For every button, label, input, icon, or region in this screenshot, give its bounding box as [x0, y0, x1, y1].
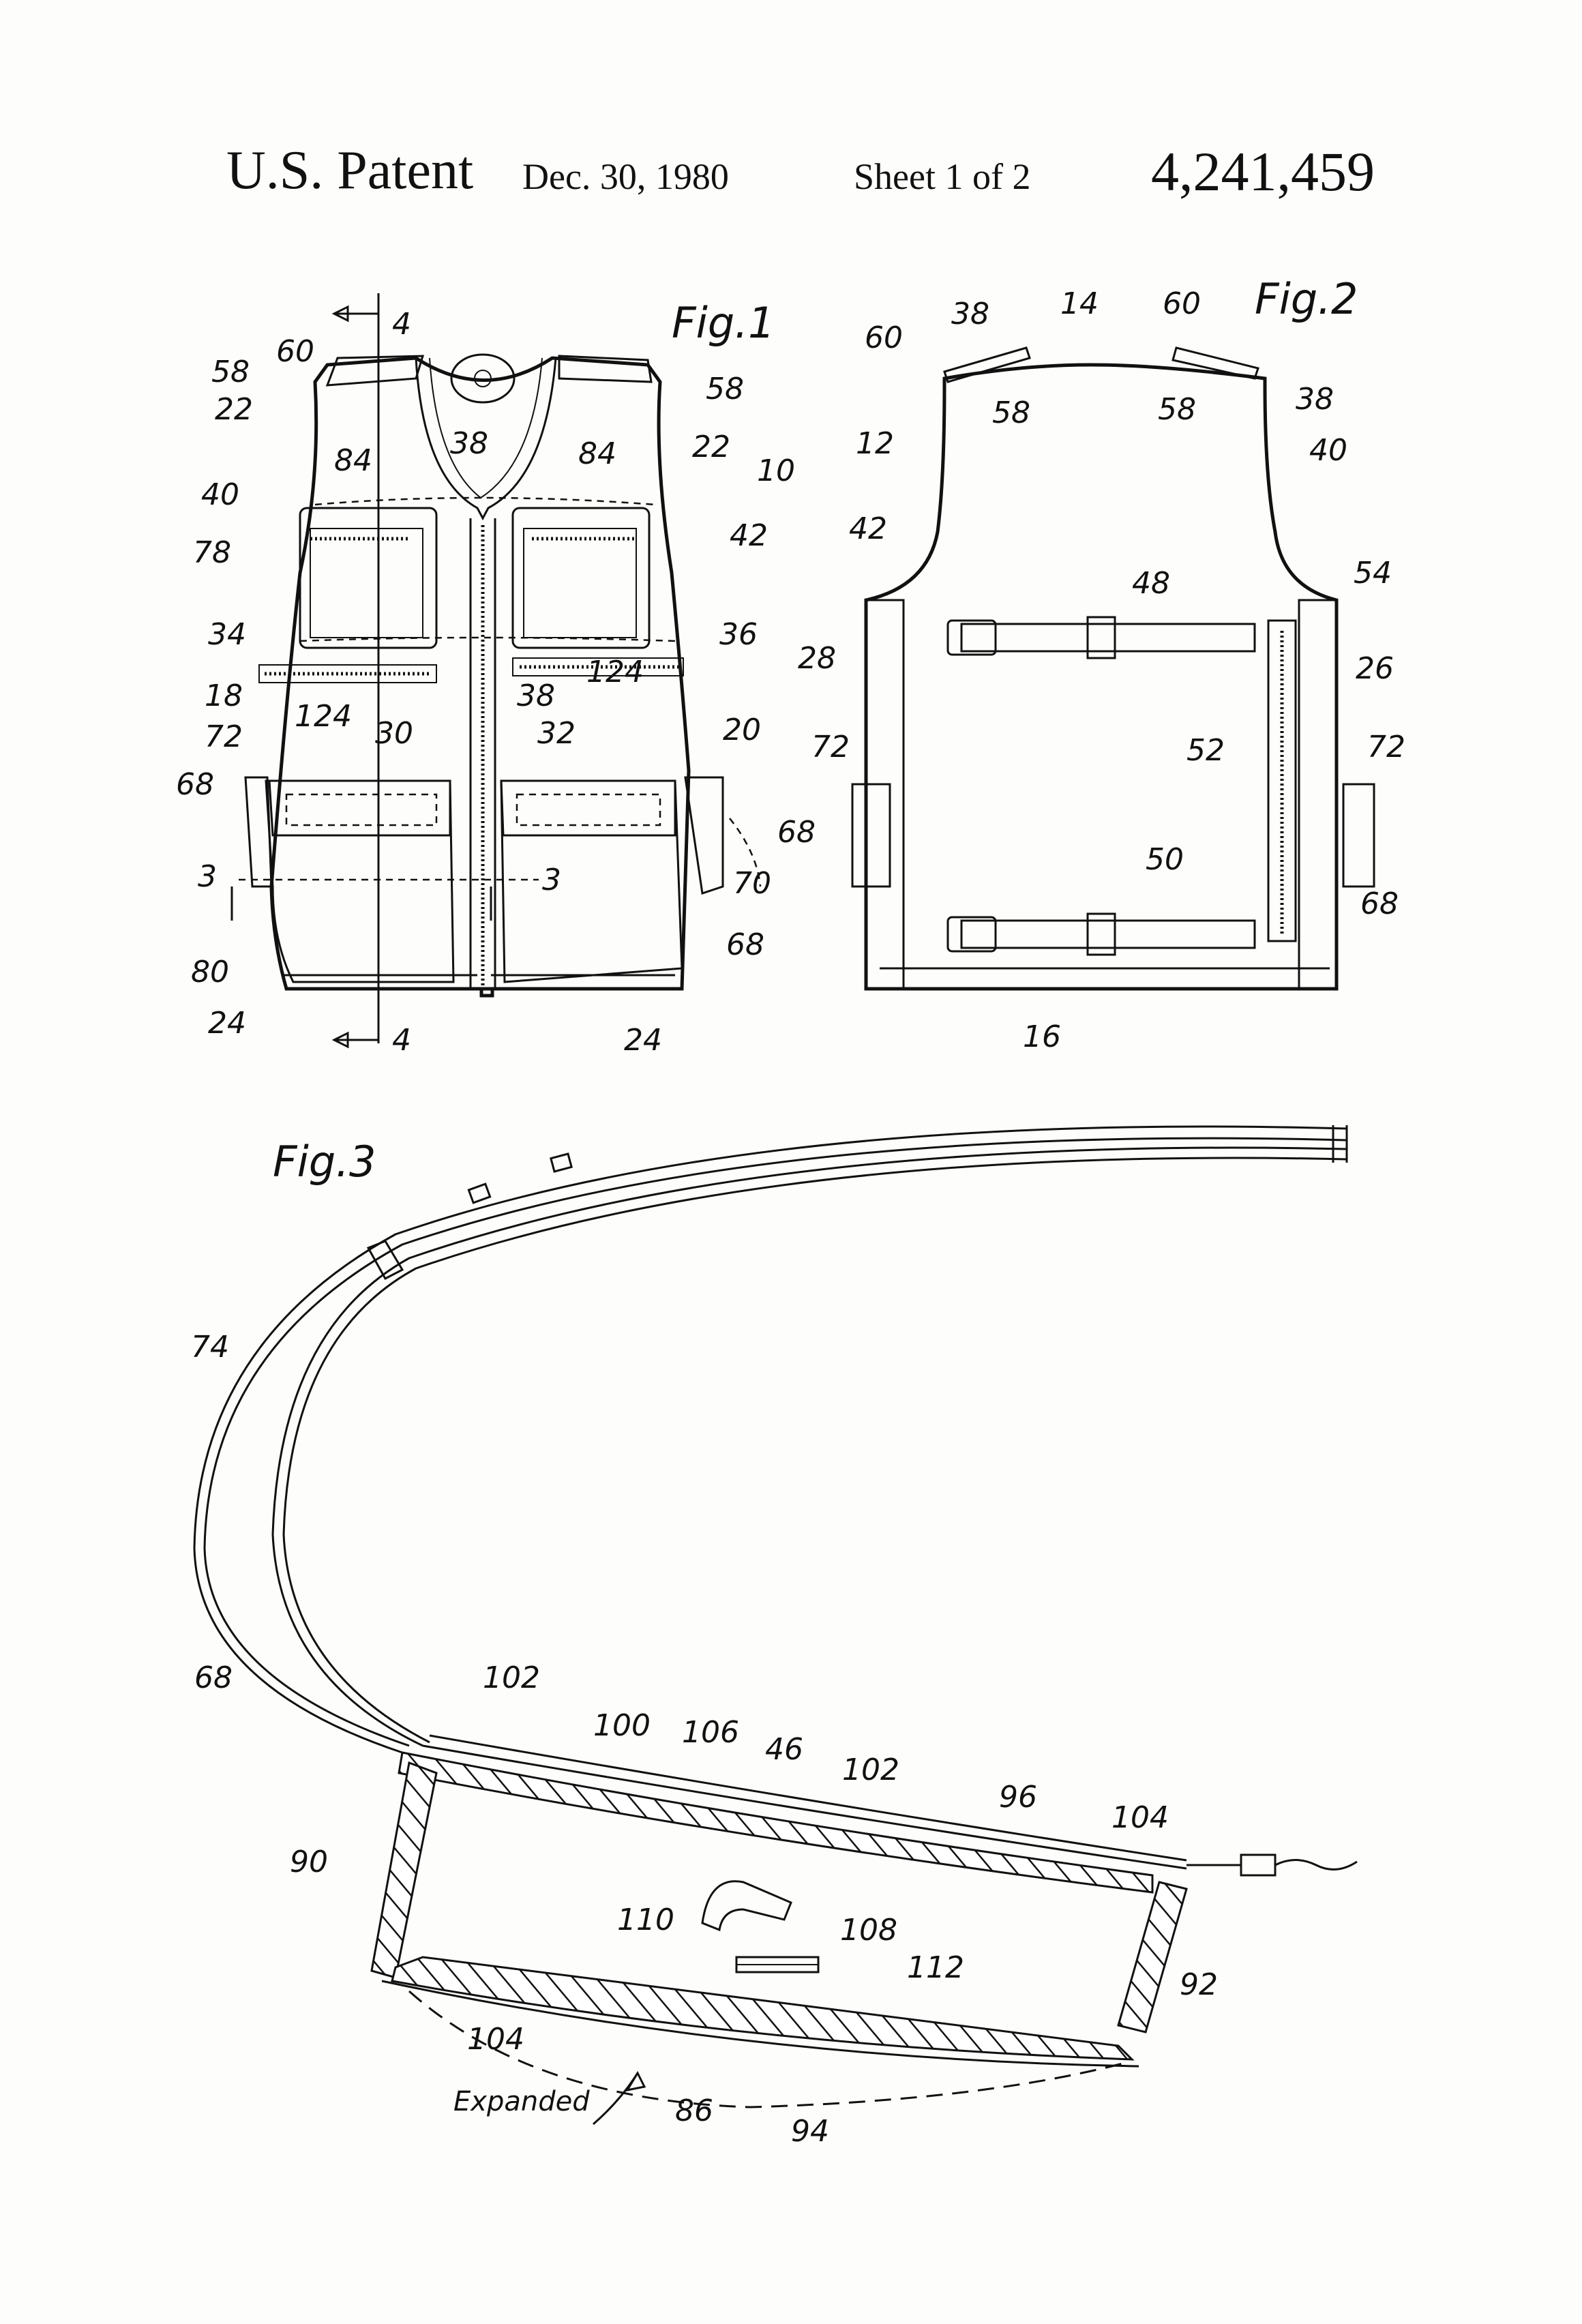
fig1-label: 38 — [450, 426, 488, 461]
fig3-label: 90 — [290, 1845, 328, 1879]
patent-date: Dec. 30, 1980 — [522, 156, 729, 197]
fig3-cross-section — [193, 1125, 1358, 2126]
fig1-label: 124 — [295, 699, 352, 734]
fig2-label: 72 — [811, 730, 850, 764]
fig2-vest-back — [851, 346, 1375, 991]
fig2-label: 54 — [1354, 556, 1392, 591]
fig1-label: 4 — [392, 307, 411, 342]
fig1-label: 36 — [719, 617, 758, 652]
fig1-label: 22 — [692, 430, 730, 464]
fig3-label: 102 — [483, 1660, 540, 1695]
fig1-label: 30 — [375, 716, 413, 751]
fig2-label: 60 — [865, 321, 903, 355]
fig1-label: 3 — [542, 863, 561, 897]
fig1-label: 84 — [578, 436, 616, 471]
fig2-labels: Fig.2 38 14 60 60 58 58 38 12 40 42 48 5… — [777, 274, 1405, 1054]
fig1-label: 38 — [517, 679, 555, 713]
fig1-labels: Fig.1 4 60 58 22 38 84 40 78 34 18 124 3… — [176, 298, 795, 1058]
fig3-expanded-label: Expanded — [453, 2086, 590, 2117]
fig1-label: 58 — [211, 355, 250, 389]
fig2-label: 26 — [1356, 651, 1394, 686]
fig3-labels: Fig.3 74 68 102 100 106 46 102 96 104 90… — [191, 1137, 1218, 2149]
fig3-label: 86 — [675, 2094, 713, 2128]
fig3-title: Fig.3 — [273, 1137, 376, 1187]
fig3-label: 68 — [194, 1660, 233, 1695]
fig3-label: 110 — [617, 1903, 674, 1937]
fig2-label: 12 — [856, 426, 894, 461]
fig3-label: 74 — [191, 1330, 229, 1365]
fig2-label: 68 — [777, 815, 816, 850]
fig1-label: 18 — [205, 679, 243, 713]
fig3-label: 102 — [842, 1753, 899, 1787]
fig2-label: 16 — [1023, 1019, 1061, 1054]
patent-title: U.S. Patent — [226, 140, 474, 200]
fig2-label: 50 — [1146, 842, 1184, 877]
fig1-label: 78 — [193, 535, 231, 570]
fig2-label: 60 — [1163, 286, 1201, 321]
patent-number: 4,241,459 — [1151, 140, 1375, 203]
fig2-label: 58 — [1158, 392, 1196, 427]
fig2-label: 38 — [1296, 382, 1334, 417]
fig1-label: 60 — [276, 334, 314, 369]
fig1-title: Fig.1 — [672, 298, 775, 348]
fig1-label: 24 — [624, 1023, 662, 1058]
fig1-label: 4 — [392, 1023, 411, 1058]
fig3-label: 100 — [593, 1708, 651, 1743]
fig2-label: 68 — [1360, 887, 1399, 921]
fig1-vest-front — [230, 293, 762, 1049]
fig2-label: 72 — [1367, 730, 1405, 764]
fig2-label: 58 — [992, 396, 1030, 430]
fig1-label: 34 — [208, 617, 246, 652]
fig3-label: 96 — [999, 1780, 1037, 1815]
fig3-label: 92 — [1180, 1967, 1218, 2002]
fig1-label: 68 — [176, 767, 214, 802]
fig3-label: 46 — [765, 1732, 803, 1767]
fig3-label: 106 — [682, 1715, 739, 1750]
fig1-label: 40 — [201, 477, 239, 512]
fig1-label: 58 — [706, 372, 744, 406]
fig1-label: 72 — [205, 719, 243, 754]
fig1-label: 68 — [726, 927, 764, 962]
fig3-label: 104 — [1111, 1800, 1169, 1835]
fig2-label: 14 — [1060, 286, 1099, 321]
fig1-label: 70 — [733, 866, 771, 901]
fig1-label: 20 — [723, 713, 761, 747]
fig2-label: 52 — [1186, 733, 1225, 768]
fig1-label: 3 — [198, 859, 217, 894]
fig2-label: 40 — [1309, 433, 1347, 468]
fig1-label: 22 — [215, 392, 253, 427]
fig2-label: 48 — [1132, 566, 1170, 601]
fig2-label: 28 — [798, 641, 836, 676]
fig1-label: 10 — [757, 453, 795, 488]
fig1-label: 42 — [730, 518, 768, 553]
sheet-number: Sheet 1 of 2 — [854, 156, 1031, 197]
fig3-label: 108 — [840, 1913, 897, 1948]
fig1-label: 84 — [334, 443, 372, 478]
fig1-label: 80 — [191, 955, 229, 989]
fig1-label: 32 — [537, 716, 576, 751]
fig2-title: Fig.2 — [1255, 274, 1358, 324]
fig2-label: 38 — [951, 297, 989, 331]
fig2-label: 42 — [849, 511, 887, 546]
fig1-label: 124 — [586, 655, 644, 689]
fig3-label: 104 — [467, 2022, 524, 2057]
fig1-label: 24 — [208, 1006, 246, 1041]
fig3-label: 94 — [791, 2114, 829, 2149]
fig3-label: 112 — [907, 1950, 964, 1985]
